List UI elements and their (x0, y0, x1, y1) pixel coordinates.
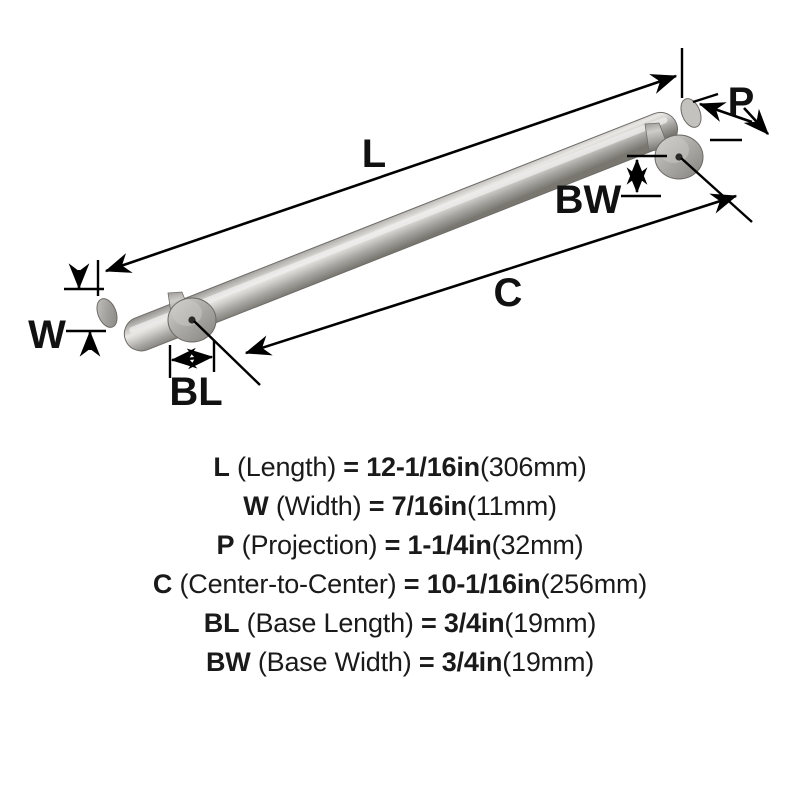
spec-equals: = (421, 608, 437, 638)
spec-metric: (19mm) (504, 608, 597, 638)
spec-line: W (Width) = 7/16in(11mm) (243, 487, 557, 526)
spec-metric: (11mm) (466, 491, 557, 521)
c-dimension-line (244, 193, 738, 356)
spec-code: C (152, 569, 173, 599)
spec-value: 10-1/16in (426, 569, 541, 599)
p-tick-bar (692, 92, 719, 104)
c-leader-right (680, 157, 753, 223)
p-dimension-line-lower (743, 107, 769, 135)
spec-equals: = (418, 647, 435, 677)
label-center-to-center: C (494, 271, 523, 315)
dimension-annotations (64, 48, 769, 386)
spec-metric: (306mm) (479, 452, 587, 482)
spec-value: 3/4in (443, 608, 505, 638)
spec-value: 3/4in (441, 647, 503, 677)
spec-line: BL (Base Length) = 3/4in(19mm) (203, 604, 597, 643)
bar-pull-dimension-diagram: L W P C BL BW (28, 48, 769, 414)
spec-name: (Width) (275, 491, 362, 521)
bar-pull-body (96, 98, 704, 352)
p-dimension-line-upper (698, 102, 753, 124)
label-base-width: BW (555, 178, 622, 222)
post-base-highlight-right (659, 137, 689, 163)
spec-equals: = (384, 530, 401, 560)
c-leader-left (193, 320, 261, 386)
spec-value: 12-1/16in (366, 452, 480, 482)
label-projection: P (728, 80, 755, 124)
mounting-post-left (167, 291, 217, 343)
spec-line: P (Projection) = 1-1/4in(32mm) (217, 526, 584, 565)
l-dimension-line (104, 74, 678, 273)
bar-right-end-cap (680, 98, 702, 128)
dimension-labels: L W P C BL BW (28, 80, 754, 414)
spec-metric: (19mm) (502, 647, 595, 677)
spec-equals: = (368, 491, 385, 521)
spec-name: (Base Length) (246, 608, 414, 638)
spec-line: L (Length) = 12-1/16in(306mm) (213, 448, 586, 487)
spec-name: (Base Width) (257, 647, 412, 677)
spec-name: (Length) (237, 452, 336, 482)
label-width: W (28, 313, 66, 357)
specification-list: L (Length) = 12-1/16in(306mm) W (Width) … (0, 440, 800, 730)
spec-metric: (256mm) (540, 569, 648, 599)
spec-equals: = (403, 569, 420, 599)
spec-value: 7/16in (391, 491, 468, 521)
label-base-length: BL (169, 370, 222, 414)
bl-dimension-line (170, 347, 214, 370)
spec-name: (Center-to-Center) (179, 569, 397, 599)
spec-value: 1-1/4in (407, 530, 492, 560)
spec-name: (Projection) (241, 530, 378, 560)
spec-metric: (32mm) (491, 530, 584, 560)
spec-code: W (243, 491, 269, 521)
bar-left-end-cap (96, 298, 118, 328)
spec-line: C (Center-to-Center) = 10-1/16in(256mm) (153, 565, 647, 604)
spec-code: BW (205, 647, 251, 677)
spec-code: P (216, 530, 235, 560)
spec-code: L (213, 452, 230, 482)
spec-equals: = (343, 452, 359, 482)
label-length: L (362, 132, 386, 176)
post-base-highlight-left (172, 300, 202, 326)
spec-line: BW (Base Width) = 3/4in(19mm) (206, 643, 594, 682)
spec-code: BL (203, 608, 240, 638)
